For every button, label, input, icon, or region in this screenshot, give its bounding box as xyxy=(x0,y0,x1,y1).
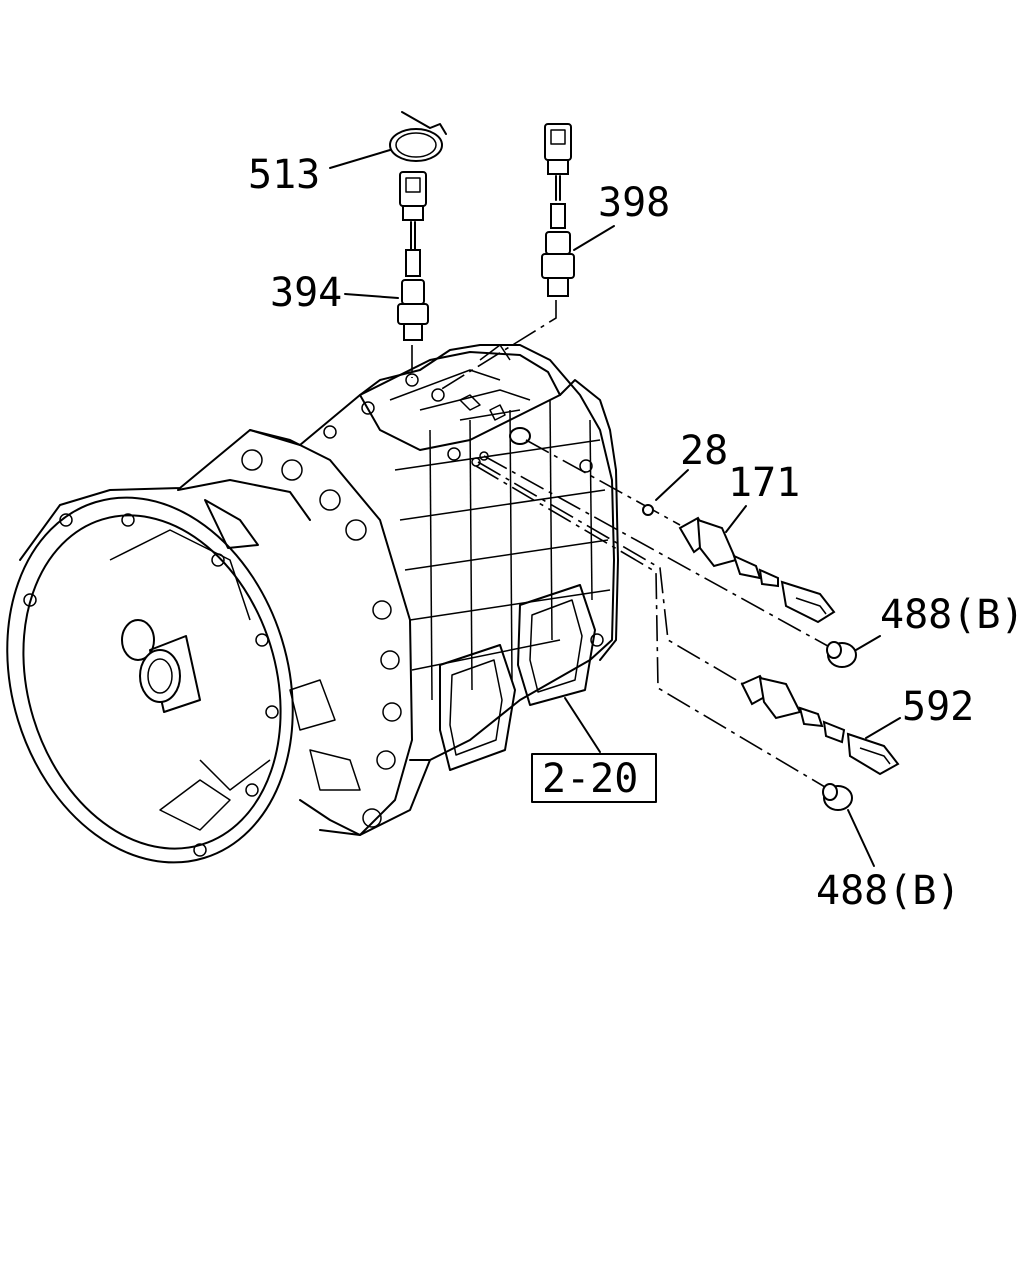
bell-flange-bolts xyxy=(23,513,279,857)
label-398: 398 xyxy=(598,180,670,226)
transmission-housing xyxy=(6,344,619,864)
assembly-lines xyxy=(411,300,836,791)
sensor-171 xyxy=(678,505,836,624)
label-513: 513 xyxy=(248,152,320,198)
sensor-394 xyxy=(344,171,429,341)
plug-488b-lower xyxy=(822,783,875,867)
label-ref-2-20: 2-20 xyxy=(542,756,638,802)
washer-28 xyxy=(642,469,689,516)
input-shaft xyxy=(121,619,201,713)
label-488b-lower: 488(B) xyxy=(816,868,961,914)
sensor-592 xyxy=(740,674,901,776)
label-394: 394 xyxy=(270,270,342,316)
plug-488b-upper xyxy=(826,635,881,668)
sensor-398 xyxy=(541,123,615,297)
case-bolts xyxy=(323,373,604,647)
side-cover-plates xyxy=(439,584,596,771)
label-171: 171 xyxy=(728,460,800,506)
reference-box-2-20: 2-20 xyxy=(531,753,657,803)
label-592: 592 xyxy=(902,684,974,730)
clip-513 xyxy=(329,111,447,169)
case-ribs xyxy=(394,399,611,701)
label-28: 28 xyxy=(680,428,728,474)
label-488b-upper: 488(B) xyxy=(880,592,1024,638)
shoulder-bolts xyxy=(241,449,402,828)
